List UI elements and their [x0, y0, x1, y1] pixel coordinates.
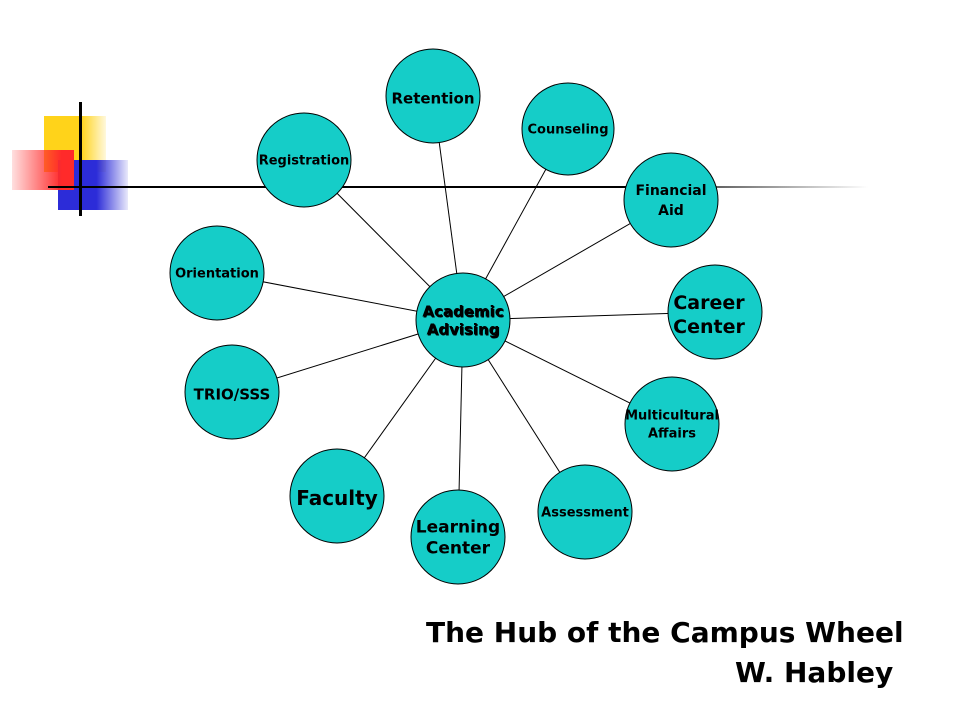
spoke-node-orientation: Orientation [169, 225, 265, 321]
spoke-circle-orientation [169, 225, 265, 321]
hub-label-line-2: Advising [427, 320, 500, 338]
spoke-circle-trio-sss [184, 344, 280, 440]
decor-red-square [12, 150, 74, 190]
spoke-circle-assessment [537, 464, 633, 560]
spoke-learning-center-label-line-2: Center [426, 539, 491, 559]
spoke-circle-retention [385, 48, 481, 144]
hub-circle-academic-advising [415, 272, 511, 368]
spoke-faculty-label-line-1: Faculty [296, 486, 378, 510]
spoke-financial-aid-label-line-2: Aid [658, 203, 684, 219]
spoke-node-assessment: Assessment [537, 464, 633, 560]
spoke-node-trio-sss: TRIO/SSS [184, 344, 280, 440]
spoke-career-center-label-line-1: Career [673, 292, 745, 314]
spoke-circle-learning-center [410, 489, 506, 585]
spoke-node-registration: Registration [256, 112, 352, 208]
spoke-career-center-label-line-2: Center [673, 316, 745, 338]
hub-shadow-label-line-1: Academic [423, 303, 504, 321]
spoke-node-counseling: Counseling [521, 82, 615, 176]
spoke-circle-faculty [289, 448, 385, 544]
spoke-circle-registration [256, 112, 352, 208]
spoke-circle-financial-aid [623, 152, 719, 248]
spoke-trio-sss-label-line-1: TRIO/SSS [194, 385, 271, 403]
spoke-registration-label-line-1: Registration [259, 154, 350, 169]
spoke-financial-aid-label-line-1: Financial [635, 183, 706, 199]
spoke-node-faculty: Faculty [289, 448, 385, 544]
hub-label-line-1: Academic [422, 302, 503, 320]
spoke-retention-label-line-1: Retention [391, 89, 474, 107]
spoke-orientation-label-line-1: Orientation [175, 267, 259, 282]
diagram-title: The Hub of the Campus Wheel [426, 616, 904, 649]
decor-vertical-line [79, 102, 82, 216]
spoke-circle-multicultural-affairs [624, 376, 720, 472]
spoke-multicultural-affairs-label-line-2: Affairs [648, 427, 696, 442]
hub-shadow-label-line-2: Advising [428, 321, 501, 339]
spoke-circle-counseling [521, 82, 615, 176]
spoke-learning-center-label-line-1: Learning [416, 518, 500, 538]
spoke-counseling-label-line-1: Counseling [527, 123, 608, 138]
spoke-multicultural-affairs-label-line-1: Multicultural [625, 409, 719, 424]
spoke-circle-career-center [667, 264, 763, 360]
spoke-assessment-label-line-1: Assessment [541, 506, 629, 521]
spoke-node-retention: Retention [385, 48, 481, 144]
diagram-author: W. Habley [735, 656, 894, 689]
decor-horizontal-line [48, 186, 868, 188]
